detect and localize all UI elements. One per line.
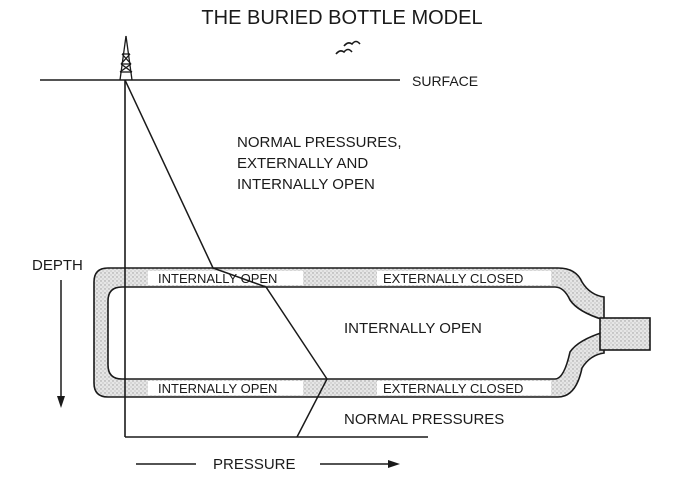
depth-arrow	[57, 280, 65, 408]
normal-pressures-bottom-label: NORMAL PRESSURES	[344, 411, 504, 428]
top-band-left-label: INTERNALLY OPEN	[158, 271, 277, 286]
bottle-stopper	[599, 317, 651, 351]
surface-label: SURFACE	[412, 73, 478, 89]
bottle-interior-label: INTERNALLY OPEN	[344, 320, 482, 337]
bottom-band-right-label: EXTERNALLY CLOSED	[383, 381, 523, 396]
band-bottom-right-bg	[377, 381, 551, 395]
normal-pressures-top-line-2: EXTERNALLY AND	[237, 155, 368, 172]
normal-pressures-top-line-1: NORMAL PRESSURES,	[237, 134, 401, 151]
band-top-left-bg	[148, 271, 303, 285]
top-band-right-label: EXTERNALLY CLOSED	[383, 271, 523, 286]
depth-label: DEPTH	[32, 257, 83, 274]
bottom-band-left-label: INTERNALLY OPEN	[158, 381, 277, 396]
pressure-arrow	[136, 460, 400, 468]
bottle-wall	[93, 267, 605, 398]
birds-icon	[335, 40, 361, 55]
derrick-icon	[119, 35, 133, 81]
pressure-profile-line	[124, 79, 328, 438]
band-top-right-bg	[377, 271, 551, 285]
pressure-label: PRESSURE	[213, 456, 296, 473]
band-bottom-left-bg	[148, 381, 303, 395]
diagram-title: THE BURIED BOTTLE MODEL	[201, 7, 482, 29]
normal-pressures-top-line-3: INTERNALLY OPEN	[237, 176, 375, 193]
